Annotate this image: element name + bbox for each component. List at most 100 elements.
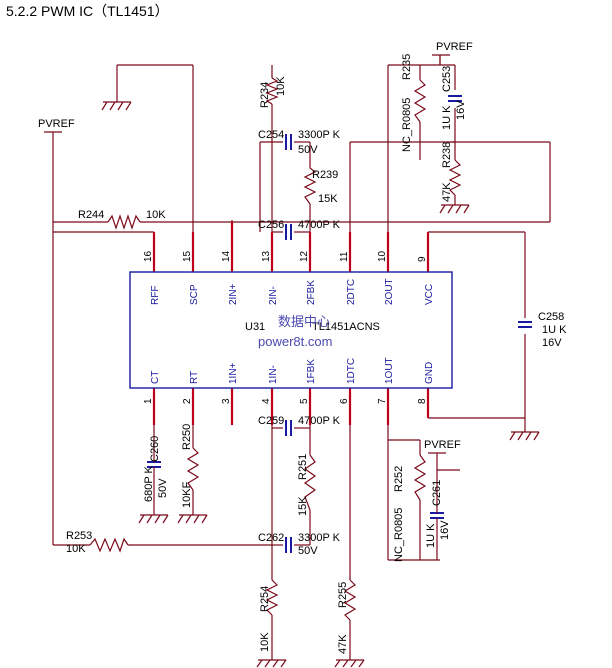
c261-value: 1U K [425,523,437,548]
pin-label: VCC [424,284,435,305]
top-pin-group: 16RFF15SCP142IN+132IN-122FBK112DTC102OUT… [143,250,435,305]
pvref-top: PVREF [432,41,473,65]
watermark-url: power8t.com [258,334,332,349]
resistors [89,77,462,621]
c259-ref: C259 [258,415,284,427]
c262-voltage: 50V [298,545,318,557]
capacitor-c254-icon [285,134,292,150]
pin-label: 1FBK [306,359,317,384]
pin-label: 1IN+ [228,362,239,384]
resistor-r238-icon [448,159,462,196]
pin-stubs [152,222,430,425]
pin-number: 7 [377,398,388,404]
capacitor-c261-icon [430,512,444,519]
pin-number: 5 [299,398,310,404]
resistor-r250-icon [186,447,200,491]
pin-label: RFF [150,286,161,305]
c256-ref: C256 [258,219,284,231]
pvref-bottom: PVREF [424,439,461,454]
resistor-r254-icon [265,579,279,616]
r234-value: 10K [275,76,287,96]
ground-icon [509,431,540,441]
c254-value: 3300P K [298,129,341,141]
resistor-r234-icon [265,77,279,105]
capacitor-c258-icon [518,321,532,328]
r255-ref: R255 [337,582,349,608]
c254-voltage: 50V [298,144,318,156]
c261-ref: C261 [431,480,443,506]
pin-number: 13 [261,250,272,262]
resistor-r239-icon [303,167,317,205]
pin-number: 6 [339,398,350,404]
pin-number: 14 [221,250,232,262]
capacitor-c259-icon [285,420,292,436]
r254-value: 10K [259,632,271,652]
r251-ref: R251 [297,454,309,480]
pin-label: 1DTC [346,358,357,384]
c253-ref: C253 [441,66,453,92]
pin-label: 2FBK [306,280,317,305]
r234-ref: R234 [259,82,271,108]
pin-number: 16 [143,250,154,262]
r235-value: NC_R0805 [401,98,413,152]
r251-value: 15K [297,496,309,516]
r255-value: 47K [337,634,349,654]
c260-ref: C260 [149,436,161,462]
pin-label: 2IN- [268,286,279,305]
pin-label: SCP [189,284,200,305]
r253-value: 10K [66,543,86,555]
watermark-cn: 数据中心 [278,314,330,329]
resistor-r244-icon [107,214,141,230]
pin-number: 3 [221,398,232,404]
pvref-bottom-label: PVREF [424,439,461,451]
c261-voltage: 16V [439,520,451,540]
pin-number: 8 [417,398,428,404]
c258-voltage: 16V [542,337,562,349]
pin-label: 2OUT [384,278,395,305]
c256-value: 4700P K [298,219,341,231]
pin-label: 2IN+ [228,283,239,305]
r235-ref: R235 [401,54,413,80]
ground-icon [177,514,208,524]
c260-value: 680P K [143,465,155,502]
c258-value: 1U K [542,324,567,336]
c254-ref: C254 [258,129,284,141]
r239-value: 15K [318,193,338,205]
pin-label: 1IN- [268,365,279,384]
r253-ref: R253 [66,530,92,542]
r238-ref: R238 [441,142,453,168]
resistor-r251-icon [303,454,317,511]
pin-label: 1OUT [384,357,395,384]
resistor-r253-icon [89,537,129,553]
pin-number: 1 [143,398,154,404]
ic-part-number: TL1451ACNS [312,321,380,333]
ground-icon [138,514,169,524]
ground-icon [101,101,132,111]
c259-value: 4700P K [298,415,341,427]
ic-ref: U31 [245,321,265,333]
pin-label: RT [189,371,200,384]
section-title: 5.2.2 PWM IC（TL1451） [6,3,169,19]
capacitor-c256-icon [285,224,292,240]
pvref-left: PVREF [38,118,75,133]
pin-number: 10 [377,250,388,262]
ground-icon [334,659,365,668]
ground-icon [256,659,287,668]
pin-number: 4 [261,398,272,404]
ground-symbols [101,101,540,668]
r250-ref: R250 [181,424,193,450]
c260-voltage: 50V [157,478,169,498]
r244-ref: R244 [78,209,104,221]
pin-number: 12 [299,250,310,262]
r244-value: 10K [146,209,166,221]
ground-icon [439,204,470,214]
pin-label: GND [424,362,435,384]
r252-value: NC_R0805 [393,508,405,562]
c253-value: 1U K [441,105,453,130]
resistor-r252-icon [413,454,427,501]
r250-value: 10KF [181,481,193,508]
capacitor-c253-icon [448,95,462,102]
r252-ref: R252 [393,466,405,492]
